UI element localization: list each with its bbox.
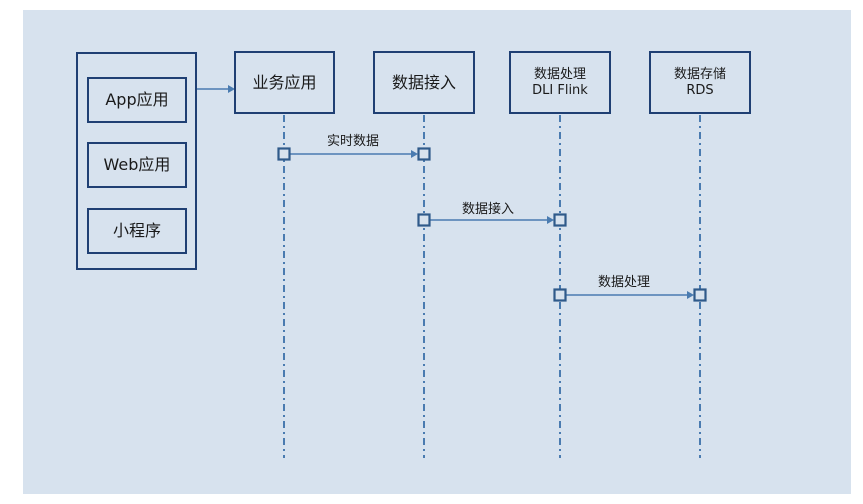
- client-item-label: App应用: [105, 90, 169, 110]
- participant-label: 业务应用: [252, 72, 317, 92]
- participant-rds: 数据存储 RDS: [649, 51, 751, 114]
- message-arrowhead: [687, 291, 694, 299]
- participant-business-app: 业务应用: [234, 51, 335, 114]
- client-item-app: App应用: [87, 77, 187, 123]
- client-item-miniprogram: 小程序: [87, 208, 187, 254]
- message-label: 实时数据: [327, 134, 380, 149]
- client-to-business-arrowhead: [228, 85, 235, 93]
- client-item-label: Web应用: [103, 155, 171, 175]
- message-label: 数据接入: [462, 202, 515, 217]
- participant-sublabel: DLI Flink: [532, 82, 588, 98]
- activation-box: [553, 288, 567, 302]
- activation-box: [553, 213, 567, 227]
- participant-label: 数据存储: [673, 66, 726, 82]
- client-item-web: Web应用: [87, 142, 187, 188]
- activation-box: [693, 288, 707, 302]
- activation-box: [417, 147, 431, 161]
- activation-box: [417, 213, 431, 227]
- participant-data-ingest: 数据接入: [373, 51, 475, 114]
- message-arrowhead: [547, 216, 554, 224]
- participant-dli-flink: 数据处理 DLI Flink: [509, 51, 611, 114]
- activation-box: [277, 147, 291, 161]
- participant-sublabel: RDS: [686, 82, 714, 98]
- client-item-label: 小程序: [112, 221, 161, 241]
- message-arrowhead: [411, 150, 418, 158]
- participant-label: 数据接入: [391, 72, 456, 92]
- participant-label: 数据处理: [533, 66, 586, 82]
- message-label: 数据处理: [598, 275, 651, 290]
